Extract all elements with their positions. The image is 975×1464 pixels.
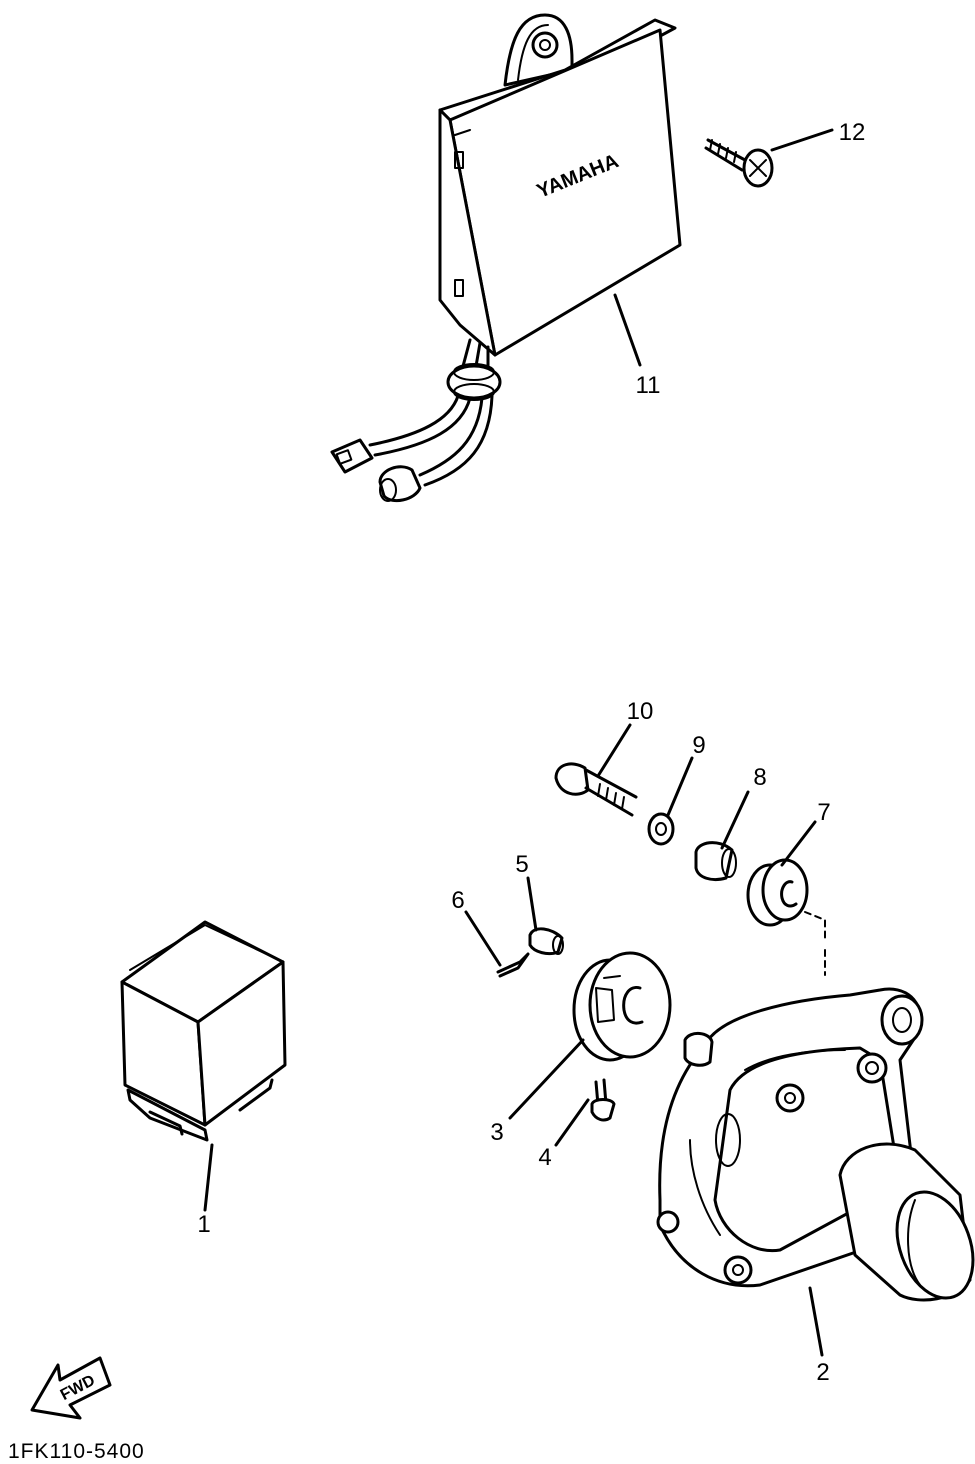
callout-3: 3	[490, 1119, 503, 1146]
part-2-housing: 2	[656, 987, 975, 1386]
part-11-control-unit: YAMAHA 11	[330, 13, 682, 503]
part-12-screw: 12	[704, 119, 866, 188]
callout-2: 2	[816, 1359, 829, 1386]
callout-1: 1	[197, 1211, 210, 1238]
part-10-bolt: 10	[554, 698, 654, 817]
part-7-grommet: 7	[746, 799, 831, 976]
part-8-collar: 8	[694, 764, 767, 882]
part-4-screw: 4	[538, 1078, 616, 1171]
callout-7: 7	[817, 799, 830, 826]
callout-8: 8	[753, 764, 766, 791]
callout-6: 6	[451, 887, 464, 914]
part-6-clip: 6	[451, 887, 530, 978]
drawing-code: 1FK110-5400	[8, 1440, 145, 1463]
callout-5: 5	[515, 851, 528, 878]
callout-11: 11	[636, 372, 661, 399]
part-9-washer: 9	[647, 732, 706, 846]
part-3-sensor: 3	[490, 951, 672, 1146]
callout-9: 9	[692, 732, 705, 759]
callout-4: 4	[538, 1144, 551, 1171]
forward-arrow-icon: FWD	[30, 1356, 112, 1420]
callout-12: 12	[839, 119, 866, 146]
callout-10: 10	[627, 698, 654, 725]
part-1-relay: 1	[120, 920, 287, 1238]
part-5-collar: 5	[515, 851, 564, 956]
